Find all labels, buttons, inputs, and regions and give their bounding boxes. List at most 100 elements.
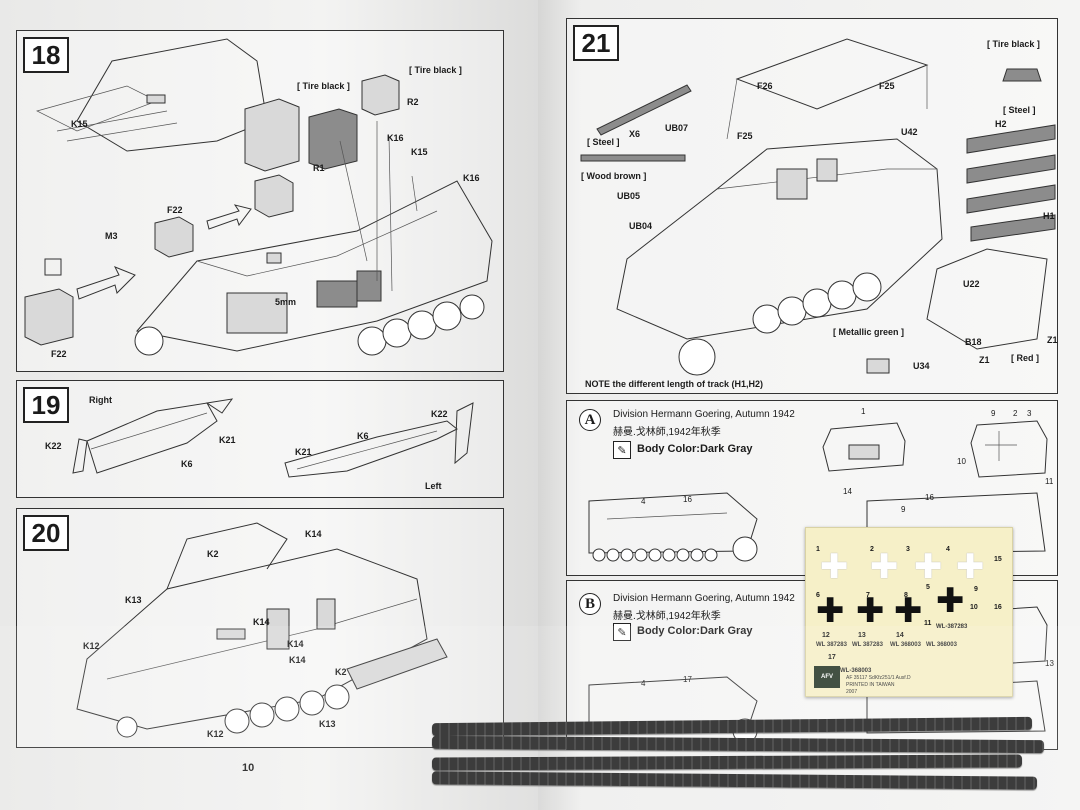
callout: 14	[843, 487, 852, 496]
part-label: K16	[463, 173, 480, 183]
callout: 17	[683, 675, 692, 684]
paint-label: [ Metallic green ]	[833, 327, 905, 337]
decal-number: 1	[816, 546, 820, 553]
scheme-letter: B	[579, 593, 601, 615]
track-strip	[431, 735, 1045, 754]
decal-number: 15	[994, 556, 1002, 563]
decal-footer: PRINTED IN TAIWAN	[846, 682, 895, 688]
decal-code: WL 368003	[926, 642, 957, 648]
step-19-illustration	[72, 398, 474, 478]
part-label: UB04	[629, 221, 653, 231]
paint-label: [ Wood brown ]	[581, 171, 647, 181]
side-label: Left	[425, 481, 442, 491]
track-strip	[431, 716, 1033, 737]
part-label: UB07	[665, 123, 689, 133]
white-cross-decal: ✚	[820, 547, 849, 587]
decal-number: 4	[946, 546, 950, 553]
decal-number: 12	[822, 632, 830, 639]
part-label: F25	[879, 81, 895, 91]
decal-code: WL 387283	[852, 642, 883, 648]
callout: 2	[1013, 409, 1018, 418]
part-label: K2	[335, 667, 347, 677]
part-label: K16	[387, 133, 404, 143]
step-20-panel: 20 K14 K2 K13 K14 K12 K14 K14 K2 K13 K12	[16, 508, 504, 748]
part-label: Z1	[979, 355, 990, 365]
callout: 9	[901, 505, 906, 514]
decal-number: 6	[816, 592, 820, 599]
paint-label: [ Tire black ]	[409, 65, 462, 75]
scheme-letter: A	[579, 409, 601, 431]
track-strip	[431, 754, 1023, 771]
step-18-illustration	[24, 38, 493, 356]
callout: 1	[861, 407, 866, 416]
decal-number: 13	[858, 632, 866, 639]
decal-number: 11	[924, 620, 932, 627]
white-cross-decal: ✚	[870, 547, 899, 587]
callout: 3	[1027, 409, 1032, 418]
part-label: B18	[965, 337, 982, 347]
step-number: 18	[23, 37, 69, 73]
step-21-illustration	[580, 38, 1056, 376]
decal-number: 9	[974, 586, 978, 593]
decal-number: 17	[828, 654, 836, 661]
part-label: R2	[407, 97, 419, 107]
brush-icon: ✎	[613, 623, 631, 641]
part-label: K14	[305, 529, 322, 539]
callout: 16	[925, 493, 934, 502]
decal-code: WL 387283	[816, 642, 847, 648]
callout: 11	[1045, 477, 1054, 486]
decal-number: 2	[870, 546, 874, 553]
callout: 16	[683, 495, 692, 504]
track-note: NOTE the different length of track (H1,H…	[585, 379, 764, 389]
scheme-title: Division Hermann Goering, Autumn 1942	[613, 409, 795, 420]
part-label: K22	[431, 409, 448, 419]
black-cross-decal: ✚	[816, 591, 845, 631]
decal-number: 3	[906, 546, 910, 553]
decal-number: 10	[970, 604, 978, 611]
decal-footer: 2007	[846, 689, 858, 695]
part-label: K14	[253, 617, 270, 627]
part-label: UB05	[617, 191, 641, 201]
scheme-title: Division Hermann Goering, Autumn 1942	[613, 593, 795, 604]
part-label: U42	[901, 127, 918, 137]
black-cross-decal: ✚	[894, 591, 923, 631]
part-label: K15	[411, 147, 428, 157]
body-color: Body Color:Dark Gray	[637, 443, 753, 455]
track-links	[431, 712, 1052, 802]
part-label: K22	[45, 441, 62, 451]
body-color: Body Color:Dark Gray	[637, 625, 753, 637]
part-label: F25	[737, 131, 753, 141]
decal-number: 8	[904, 592, 908, 599]
white-cross-decal: ✚	[914, 547, 943, 587]
black-cross-decal: ✚	[856, 591, 885, 631]
scheme-subtitle: 赫曼.戈林師,1942年秋季	[613, 611, 721, 622]
paint-label: [ Steel ]	[1003, 105, 1036, 115]
step-18-panel: 18	[16, 30, 504, 372]
paint-label: [ Tire black ]	[297, 81, 350, 91]
part-label: K14	[287, 639, 304, 649]
part-label: K14	[289, 655, 306, 665]
afv-logo: AFV	[814, 666, 840, 688]
paint-label: [ Red ]	[1011, 353, 1039, 363]
decal-footer: AF 35117 SdKfz251/1 Ausf.D	[846, 675, 911, 681]
part-label: U34	[913, 361, 930, 371]
part-label: Z1	[1047, 335, 1058, 345]
part-label: K12	[83, 641, 100, 651]
decal-number: 5	[926, 584, 930, 591]
decal-number: 7	[866, 592, 870, 599]
callout: 4	[641, 679, 646, 688]
paint-label: [ Steel ]	[587, 137, 620, 147]
black-cross-decal: ✚	[936, 581, 965, 621]
part-label: K13	[125, 595, 142, 605]
side-label: Right	[89, 395, 112, 405]
brush-icon: ✎	[613, 441, 631, 459]
part-label: K6	[357, 431, 369, 441]
callout: 10	[957, 457, 966, 466]
part-label: K12	[207, 729, 224, 739]
decal-number: 16	[994, 604, 1002, 611]
step-21-panel: 21	[566, 18, 1058, 394]
white-cross-decal: ✚	[956, 547, 985, 587]
part-label: K21	[295, 447, 312, 457]
callout: 13	[1045, 659, 1054, 668]
page-number: 10	[242, 762, 255, 774]
